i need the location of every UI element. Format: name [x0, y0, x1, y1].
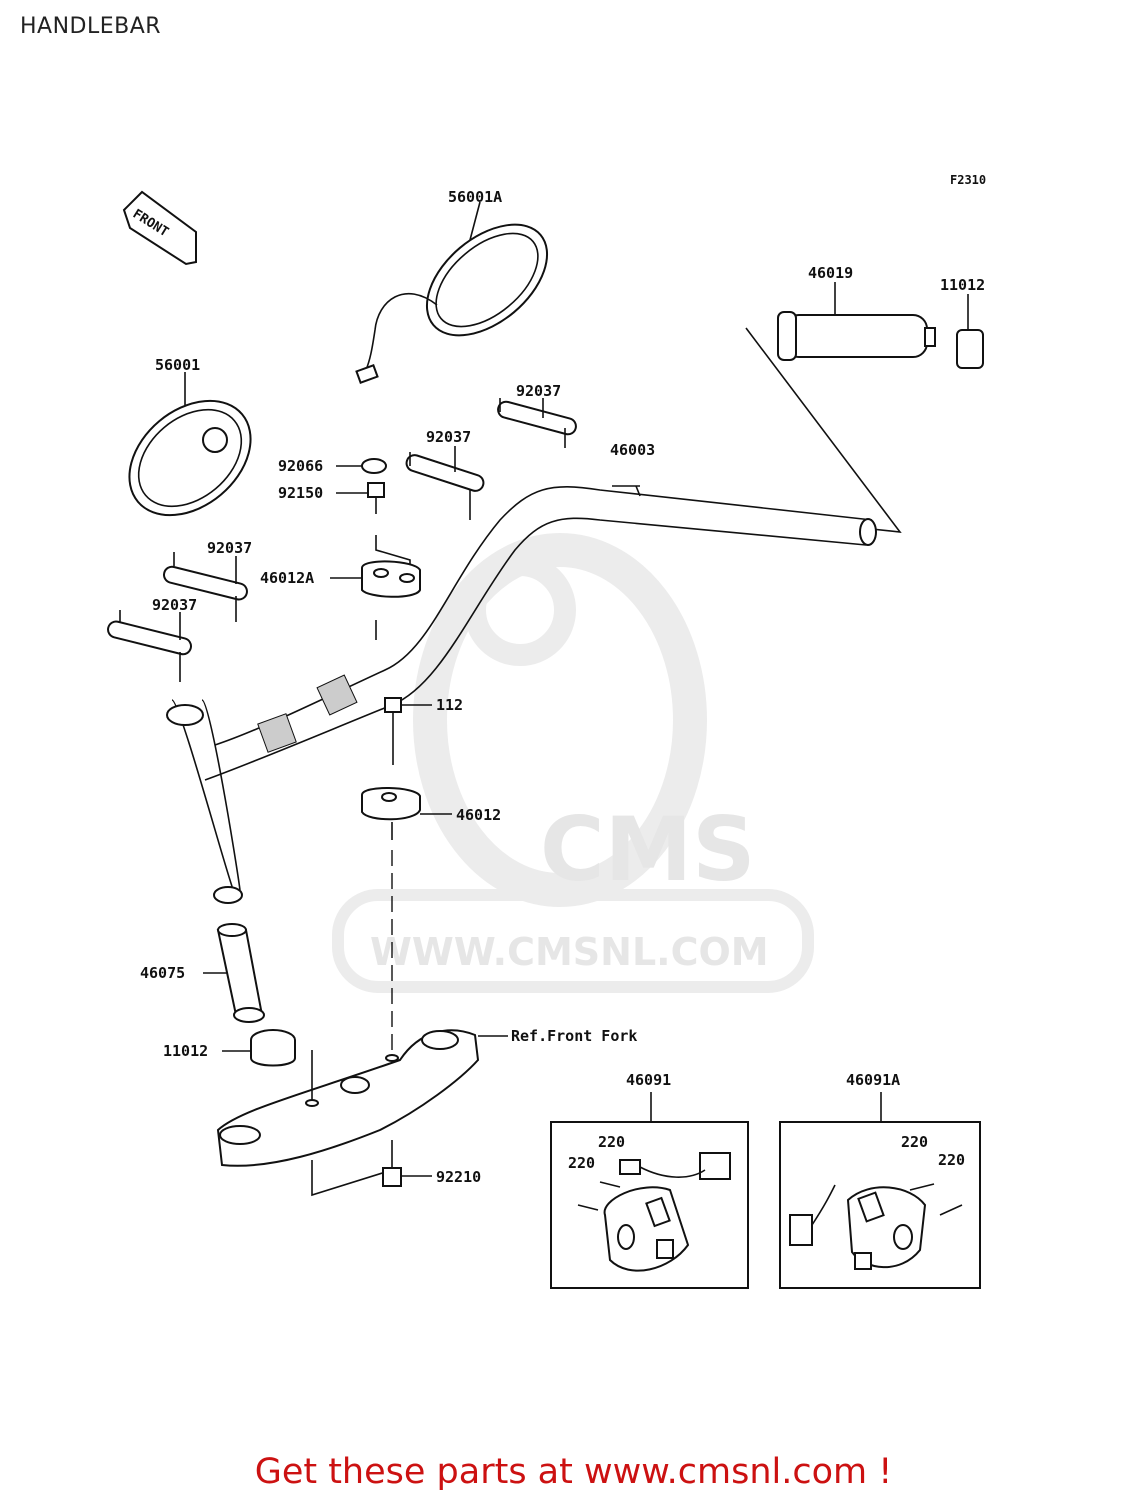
- label-92037-d: 92037: [152, 596, 197, 614]
- label-ref-front-fork: Ref.Front Fork: [511, 1027, 637, 1045]
- mirror-left: [128, 372, 252, 517]
- label-11012-left: 11012: [163, 1042, 208, 1060]
- cap-right: [956, 294, 984, 369]
- watermark-url: WWW.CMSNL.COM: [370, 930, 769, 974]
- label-92210: 92210: [436, 1168, 481, 1186]
- label-56001: 56001: [155, 356, 200, 374]
- bolt-112: [384, 697, 402, 765]
- grip-left: [216, 923, 265, 1023]
- page-title: HANDLEBAR: [20, 14, 162, 39]
- top-bracket: [216, 1029, 480, 1197]
- wire-holder-top-right: [497, 398, 577, 448]
- guide-line: [745, 327, 902, 533]
- label-92037-a: 92037: [516, 382, 561, 400]
- label-92066: 92066: [278, 457, 323, 475]
- front-arrow-icon: FRONT: [122, 190, 197, 266]
- label-220-c: 220: [901, 1133, 928, 1151]
- label-46012A: 46012A: [260, 569, 314, 587]
- wire-holder-upper: [405, 446, 485, 520]
- label-220-b: 220: [568, 1154, 595, 1172]
- wire-holder-left-2: [107, 610, 192, 682]
- label-92150: 92150: [278, 484, 323, 502]
- label-220-a: 220: [598, 1133, 625, 1151]
- clamp-upper: [361, 535, 421, 640]
- label-92037-b: 92037: [426, 428, 471, 446]
- cap-left: [250, 1029, 296, 1067]
- label-220-d: 220: [938, 1151, 965, 1169]
- footer-link[interactable]: Get these parts at www.cmsnl.com !: [254, 1452, 893, 1492]
- label-11012-right: 11012: [940, 276, 985, 294]
- label-56001A: 56001A: [448, 188, 502, 206]
- label-46012: 46012: [456, 806, 501, 824]
- wire-holder-left-1: [163, 552, 248, 622]
- grip-throttle: [777, 282, 936, 361]
- label-46075: 46075: [140, 964, 185, 982]
- figure-code: F2310: [950, 173, 986, 187]
- nut: [382, 1167, 402, 1187]
- label-92037-c: 92037: [207, 539, 252, 557]
- label-46091: 46091: [626, 1071, 671, 1089]
- switch-box-left: [550, 1092, 749, 1289]
- label-46019: 46019: [808, 264, 853, 282]
- mirror-right: [355, 201, 549, 384]
- label-46003: 46003: [610, 441, 655, 459]
- clamp-lower: [361, 787, 421, 840]
- watermark: CMS WWW.CMSNL.COM: [332, 533, 814, 993]
- label-112: 112: [436, 696, 463, 714]
- watermark-brand: CMS: [540, 798, 756, 901]
- washer: [361, 458, 387, 474]
- switch-box-right: [779, 1092, 981, 1289]
- handlebar: [166, 485, 877, 904]
- bolt-top: [367, 482, 385, 514]
- label-46091A: 46091A: [846, 1071, 900, 1089]
